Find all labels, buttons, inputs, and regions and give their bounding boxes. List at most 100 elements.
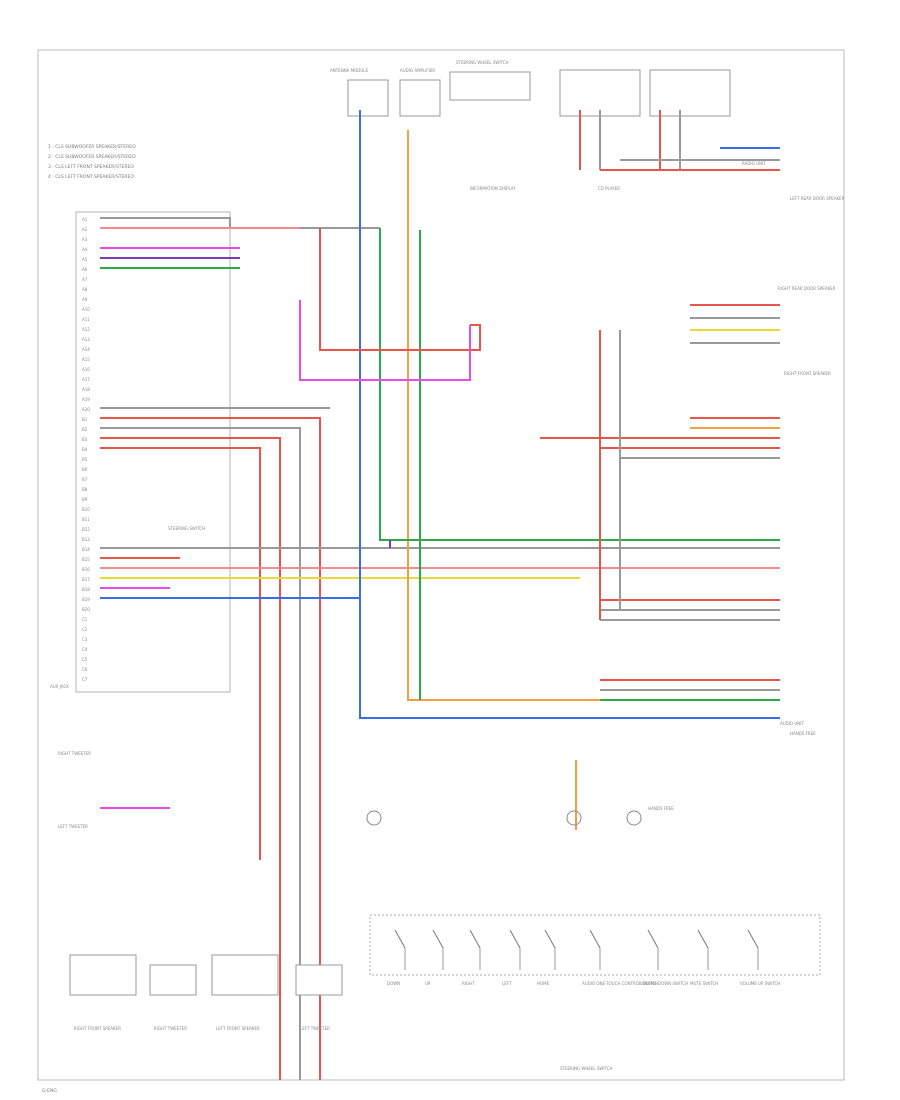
- antenna-module-box: [347, 79, 389, 117]
- pin-label: C2: [82, 627, 88, 632]
- pin-label: B4: [82, 447, 88, 452]
- pin-label: A15: [82, 357, 90, 362]
- audio-unit-box: [75, 211, 231, 693]
- audio-unit-right-label: AUDIO UNIT: [780, 721, 804, 726]
- pin-label: A4: [82, 247, 88, 252]
- pin-label: B18: [82, 587, 90, 592]
- wire-green-horizontal: [379, 228, 780, 541]
- wire-grey-1: [100, 217, 380, 229]
- steering-switch-label: STEERING SWITCH: [168, 526, 205, 531]
- info-display-label: INFORMATION DISPLAY: [470, 186, 516, 191]
- right-front-speaker-label: RIGHT FRONT SPEAKER: [784, 371, 831, 376]
- switch-label: VOLUME DOWN SWITCH: [640, 981, 688, 986]
- pin-label: B10: [82, 507, 90, 512]
- cd-player-box: [649, 69, 731, 117]
- switch-contact: [647, 929, 659, 949]
- pin-label: C3: [82, 637, 88, 642]
- info-display-box: [559, 69, 641, 117]
- pin-label: B20: [82, 607, 90, 612]
- left-front-speaker-bottom-label: LEFT FRONT SPEAKER: [216, 1026, 260, 1031]
- switch-contact: [697, 929, 709, 949]
- left-tweeter-label: LEFT TWEETER: [58, 824, 88, 829]
- center-speaker-circle: [566, 810, 582, 826]
- pin-label: A5: [82, 257, 88, 262]
- pin-label: B6: [82, 467, 88, 472]
- switch-contact: [509, 929, 521, 949]
- pin-label: B8: [82, 487, 88, 492]
- subwoofer-circle: [366, 810, 382, 826]
- pin-label: A18: [82, 387, 90, 392]
- audio-amp-label: AUDIO AMPLIFIER: [400, 68, 435, 73]
- top-components: ANTENNA MODULE AUDIO AMPLIFIER STEERING …: [330, 60, 766, 191]
- right-front-speaker-box: [69, 954, 137, 996]
- pin-label: A3: [82, 237, 88, 242]
- switch-contact: [469, 929, 481, 949]
- left-tweeter-box: [295, 964, 343, 996]
- wire-red-loop: [319, 228, 481, 351]
- diagram-frame: [37, 49, 845, 1081]
- pin-label: A17: [82, 377, 90, 382]
- bottom-speakers: RIGHT FRONT SPEAKER RIGHT TWEETER LEFT F…: [69, 954, 343, 1031]
- pin-label: B7: [82, 477, 88, 482]
- pin-label: A6: [82, 267, 88, 272]
- switch-contact: [394, 929, 406, 949]
- pin-label: B14: [82, 547, 90, 552]
- right-tweeter-label: RIGHT TWEETER: [58, 751, 91, 756]
- wire-magenta-loop: [299, 300, 471, 381]
- pin-label: C4: [82, 647, 88, 652]
- pin-label: A11: [82, 317, 90, 322]
- pin-label: A9: [82, 297, 88, 302]
- switch-label: VOLUME UP SWITCH: [740, 981, 780, 986]
- pin-label: A10: [82, 307, 90, 312]
- switch-label: DOWN: [387, 981, 400, 986]
- switch-label: LEFT: [502, 981, 512, 986]
- switch-label: MUTE SWITCH: [690, 981, 718, 986]
- switch-contact: [432, 929, 444, 949]
- steering-wheel-switch-top-box: [449, 71, 531, 101]
- radio-unit-label: RADIO UNIT: [742, 161, 766, 166]
- pin-label: B1: [82, 417, 88, 422]
- pin-label: B3: [82, 437, 88, 442]
- antenna-module-label: ANTENNA MODULE: [330, 68, 369, 73]
- pin-label: B19: [82, 597, 90, 602]
- pin-label: A16: [82, 367, 90, 372]
- notes: 1 : CLS SUBWOOFER SPEAKER/STEREO 2 : CLS…: [48, 144, 136, 180]
- right-front-speaker-bottom-label: RIGHT FRONT SPEAKER: [74, 1026, 121, 1031]
- switch-label: AUDIO ONE-TOUCH CONTROL SWITCH: [582, 981, 658, 986]
- pin-label: A12: [82, 327, 90, 332]
- wires: [100, 110, 780, 1080]
- wire-orange-vertical: [407, 130, 780, 701]
- hands-free-circle: [626, 810, 642, 826]
- pin-label: B12: [82, 527, 90, 532]
- left-tweeter-bottom-label: LEFT TWEETER: [300, 1026, 330, 1031]
- left-front-speaker-box: [211, 954, 279, 996]
- note-4: 4 : CLS LEFT FRONT SPEAKER/STEREO: [48, 174, 134, 180]
- switch-contact: [747, 929, 759, 949]
- switch-label: HOME: [537, 981, 550, 986]
- rear-left-door-speaker-label: LEFT REAR DOOR SPEAKER: [790, 196, 845, 201]
- bottom-switch-group-label: STEERING WHEEL SWITCH: [560, 1066, 613, 1071]
- pin-label: B5: [82, 457, 88, 462]
- pin-label: B17: [82, 577, 90, 582]
- hands-free-label: HANDS FREE: [790, 731, 816, 736]
- pin-label: B2: [82, 427, 88, 432]
- steering-wheel-switch-top-label: STEERING WHEEL SWITCH: [456, 60, 509, 65]
- pin-label: B15: [82, 557, 90, 562]
- right-tweeter-bottom-label: RIGHT TWEETER: [154, 1026, 187, 1031]
- wire-grey-3: [100, 427, 301, 1080]
- switch-contact: [544, 929, 556, 949]
- note-1: 1 : CLS SUBWOOFER SPEAKER/STEREO: [48, 144, 136, 150]
- pin-label: B13: [82, 537, 90, 542]
- pin-label: B11: [82, 517, 90, 522]
- pin-label: C5: [82, 657, 88, 662]
- pin-label: A14: [82, 347, 90, 352]
- switch-group-frame: [369, 914, 821, 976]
- pin-label: A20: [82, 407, 90, 412]
- pin-label: A19: [82, 397, 90, 402]
- note-2: 2 : CLS SUBWOOFER SPEAKER/STEREO: [48, 154, 136, 160]
- audio-unit-pins: A1A2A3A4A5A6A7A8A9A10A11A12A13A14A15A16A…: [82, 217, 90, 682]
- pin-label: C6: [82, 667, 88, 672]
- audio-amp-box: [399, 79, 441, 117]
- pin-label: A1: [82, 217, 88, 222]
